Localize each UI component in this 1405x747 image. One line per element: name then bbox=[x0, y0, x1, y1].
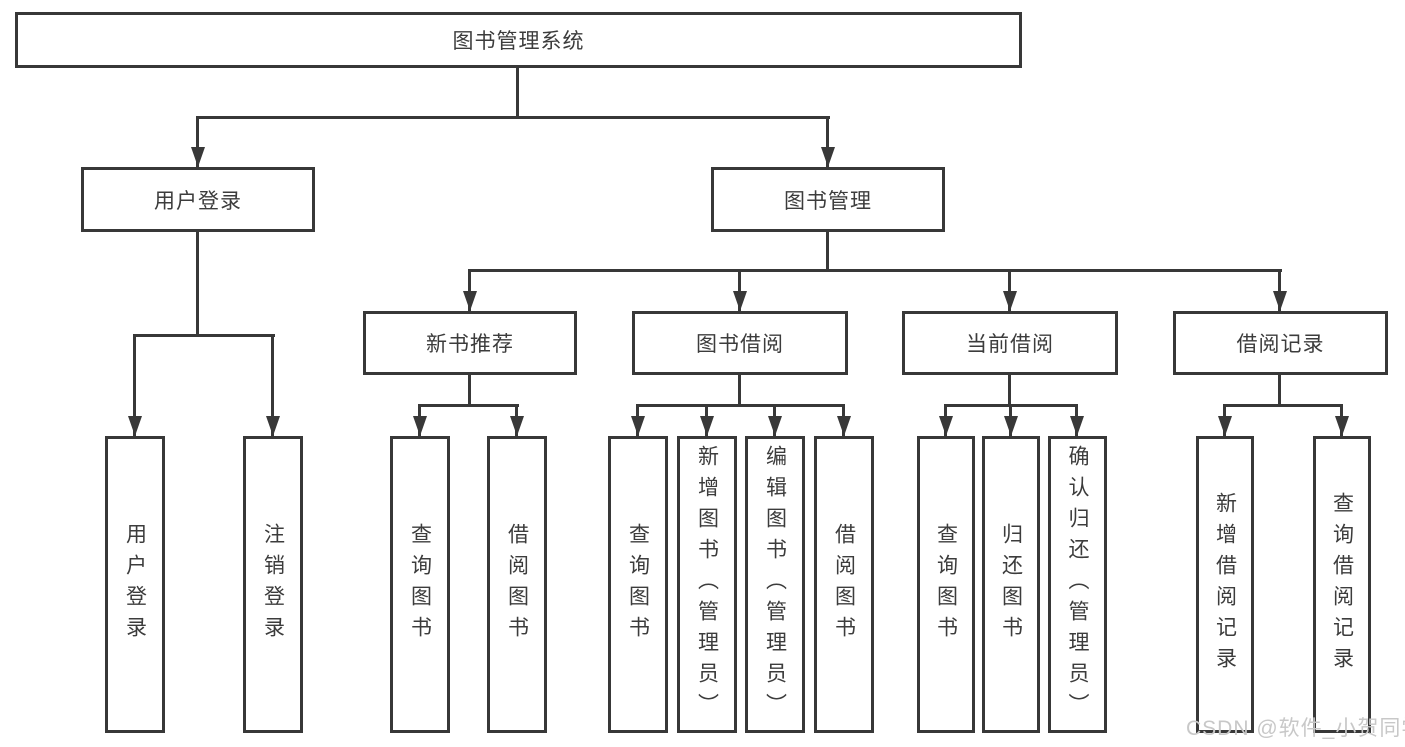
leaf-add-borrow-record-label: 新增借阅记录 bbox=[1213, 491, 1237, 678]
connector-line bbox=[1278, 269, 1281, 311]
node-user-login-label: 用户登录 bbox=[154, 189, 242, 213]
arrowhead-down-icon bbox=[837, 416, 851, 436]
leaf-user-login: 用户登录 bbox=[105, 436, 165, 733]
arrowhead-down-icon bbox=[939, 416, 953, 436]
leaf-query-books-newbook: 查询图书 bbox=[390, 436, 450, 733]
arrowhead-down-icon bbox=[1218, 416, 1232, 436]
node-current-borrowing-label: 当前借阅 bbox=[966, 333, 1054, 356]
node-book-management-label: 图书管理 bbox=[784, 189, 872, 213]
connector-line bbox=[196, 116, 199, 167]
connector-line bbox=[826, 116, 829, 167]
csdn-watermark: CSDN @软件_小贺同学 bbox=[1186, 717, 1405, 740]
node-user-login: 用户登录 bbox=[81, 167, 315, 232]
arrowhead-down-icon bbox=[266, 416, 280, 436]
arrowhead-down-icon bbox=[1070, 416, 1084, 436]
arrowhead-down-icon bbox=[1273, 291, 1287, 311]
arrowhead-down-icon bbox=[1003, 291, 1017, 311]
connector-line bbox=[636, 404, 845, 407]
connector-line bbox=[1008, 269, 1011, 311]
arrowhead-down-icon bbox=[128, 416, 142, 436]
node-new-book-recommendation: 新书推荐 bbox=[363, 311, 577, 375]
connector-line bbox=[516, 68, 519, 117]
arrowhead-down-icon bbox=[413, 416, 427, 436]
leaf-query-books-current: 查询图书 bbox=[917, 436, 975, 733]
leaf-query-borrow-record: 查询借阅记录 bbox=[1313, 436, 1371, 733]
arrowhead-down-icon bbox=[191, 147, 205, 167]
connector-line bbox=[468, 375, 471, 406]
node-book-borrowing-label: 图书借阅 bbox=[696, 333, 784, 356]
connector-line bbox=[1278, 375, 1281, 406]
leaf-logout: 注销登录 bbox=[243, 436, 303, 733]
leaf-add-book-admin: 新增图书（管理员） bbox=[677, 436, 737, 733]
arrowhead-down-icon bbox=[821, 147, 835, 167]
arrowhead-down-icon bbox=[631, 416, 645, 436]
arrowhead-down-icon bbox=[768, 416, 782, 436]
node-book-borrowing: 图书借阅 bbox=[632, 311, 848, 375]
arrowhead-down-icon bbox=[1004, 416, 1018, 436]
connector-line bbox=[468, 269, 1282, 272]
connector-line bbox=[196, 232, 199, 336]
leaf-edit-book-admin-label: 编辑图书（管理员） bbox=[763, 445, 787, 724]
leaf-borrow-books-borrow: 借阅图书 bbox=[814, 436, 874, 733]
leaf-edit-book-admin: 编辑图书（管理员） bbox=[745, 436, 805, 733]
connector-line bbox=[468, 269, 471, 311]
leaf-add-book-admin-label: 新增图书（管理员） bbox=[695, 445, 719, 724]
leaf-logout-label: 注销登录 bbox=[261, 522, 285, 647]
node-root-label: 图书管理系统 bbox=[452, 30, 585, 53]
leaf-user-login-label: 用户登录 bbox=[123, 522, 147, 647]
connector-line bbox=[738, 375, 741, 406]
arrowhead-down-icon bbox=[733, 291, 747, 311]
connector-line bbox=[133, 334, 275, 337]
leaf-return-book-label: 归还图书 bbox=[999, 522, 1023, 647]
leaf-borrow-books-newbook: 借阅图书 bbox=[487, 436, 547, 733]
leaf-confirm-return-admin: 确认归还（管理员） bbox=[1048, 436, 1107, 733]
connector-line bbox=[418, 404, 519, 407]
connector-line bbox=[826, 232, 829, 271]
node-borrowing-records-label: 借阅记录 bbox=[1236, 333, 1325, 356]
connector-line bbox=[738, 269, 741, 311]
leaf-add-borrow-record: 新增借阅记录 bbox=[1196, 436, 1254, 733]
leaf-query-books-current-label: 查询图书 bbox=[934, 522, 958, 647]
node-new-book-recommendation-label: 新书推荐 bbox=[426, 333, 514, 356]
leaf-borrow-books-newbook-label: 借阅图书 bbox=[505, 522, 529, 647]
leaf-query-books-newbook-label: 查询图书 bbox=[408, 522, 432, 647]
connector-line bbox=[271, 334, 274, 436]
leaf-borrow-books-borrow-label: 借阅图书 bbox=[832, 522, 856, 647]
arrowhead-down-icon bbox=[463, 291, 477, 311]
node-borrowing-records: 借阅记录 bbox=[1173, 311, 1388, 375]
leaf-confirm-return-admin-label: 确认归还（管理员） bbox=[1066, 445, 1089, 724]
node-root: 图书管理系统 bbox=[15, 12, 1022, 68]
leaf-return-book: 归还图书 bbox=[982, 436, 1040, 733]
arrowhead-down-icon bbox=[1335, 416, 1349, 436]
connector-line bbox=[1223, 404, 1343, 407]
arrowhead-down-icon bbox=[700, 416, 714, 436]
arrowhead-down-icon bbox=[510, 416, 524, 436]
leaf-query-borrow-record-label: 查询借阅记录 bbox=[1330, 491, 1354, 678]
leaf-query-books-borrow-label: 查询图书 bbox=[626, 522, 650, 647]
connector-line bbox=[1008, 375, 1011, 406]
node-book-management: 图书管理 bbox=[711, 167, 945, 232]
node-current-borrowing: 当前借阅 bbox=[902, 311, 1118, 375]
connector-line bbox=[196, 116, 830, 119]
connector-line bbox=[133, 334, 136, 436]
leaf-query-books-borrow: 查询图书 bbox=[608, 436, 668, 733]
